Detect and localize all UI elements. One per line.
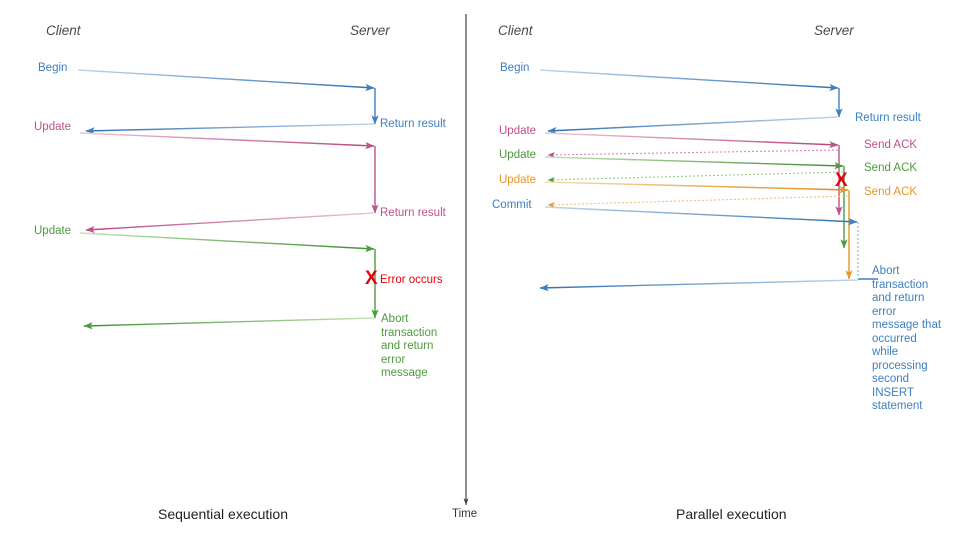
arrow-return-result-1: [85, 123, 375, 135]
error-x-icon-left: X: [365, 268, 378, 289]
right-client-label-update-1: Update: [499, 125, 537, 137]
arrow-update-green-request: [544, 156, 844, 170]
error-x-icon-right: X: [835, 170, 848, 191]
arrow-ack-orange: [547, 195, 849, 208]
left-actor-client: Client: [46, 23, 81, 38]
right-panel-arrows: [539, 69, 878, 292]
arrow-update-orange-request: [544, 181, 849, 194]
left-client-label-begin: Begin: [38, 62, 68, 74]
right-actor-client: Client: [498, 23, 533, 38]
left-caption: Sequential execution: [158, 506, 288, 522]
left-client-label-update-2: Update: [34, 225, 72, 237]
left-actor-server: Server: [350, 23, 390, 38]
arrow-return-result-r: [547, 116, 839, 135]
right-client-label-update-3: Update: [499, 174, 537, 186]
left-server-label-return-result-1: Return result: [380, 118, 446, 130]
right-abort-text: Abort transaction and return error messa…: [872, 265, 942, 412]
arrow-update1-request: [79, 132, 375, 150]
left-error-label: Error occurs: [380, 274, 443, 286]
arrow-commit-request: [544, 206, 858, 226]
right-server-label-ack-2: Send ACK: [864, 162, 918, 174]
right-server-label-ack-3: Send ACK: [864, 186, 918, 198]
arrow-begin-request-r: [539, 69, 839, 92]
arrow-abort-return-r: [539, 279, 859, 292]
left-abort-text: Abort transaction and return error messa…: [381, 313, 438, 379]
right-client-label-commit: Commit: [492, 199, 532, 211]
right-server-label-return-result: Return result: [855, 112, 921, 124]
right-server-label-ack-1: Send ACK: [864, 139, 918, 151]
arrow-update-pink-request: [544, 132, 839, 149]
left-panel-arrows: [77, 69, 379, 330]
time-axis-label: Time: [452, 508, 478, 520]
arrow-ack-green: [547, 171, 844, 183]
arrow-return-result-2: [85, 212, 375, 234]
right-client-label-begin: Begin: [500, 62, 530, 74]
right-actor-server: Server: [814, 23, 854, 38]
right-client-label-update-2: Update: [499, 149, 537, 161]
left-server-label-return-result-2: Return result: [380, 207, 446, 219]
arrow-update2-request: [79, 232, 375, 253]
right-caption: Parallel execution: [676, 506, 787, 522]
arrow-abort-return: [83, 317, 375, 330]
arrow-begin-request: [77, 69, 375, 92]
arrow-ack-pink: [547, 149, 839, 158]
left-client-label-update-1: Update: [34, 121, 72, 133]
